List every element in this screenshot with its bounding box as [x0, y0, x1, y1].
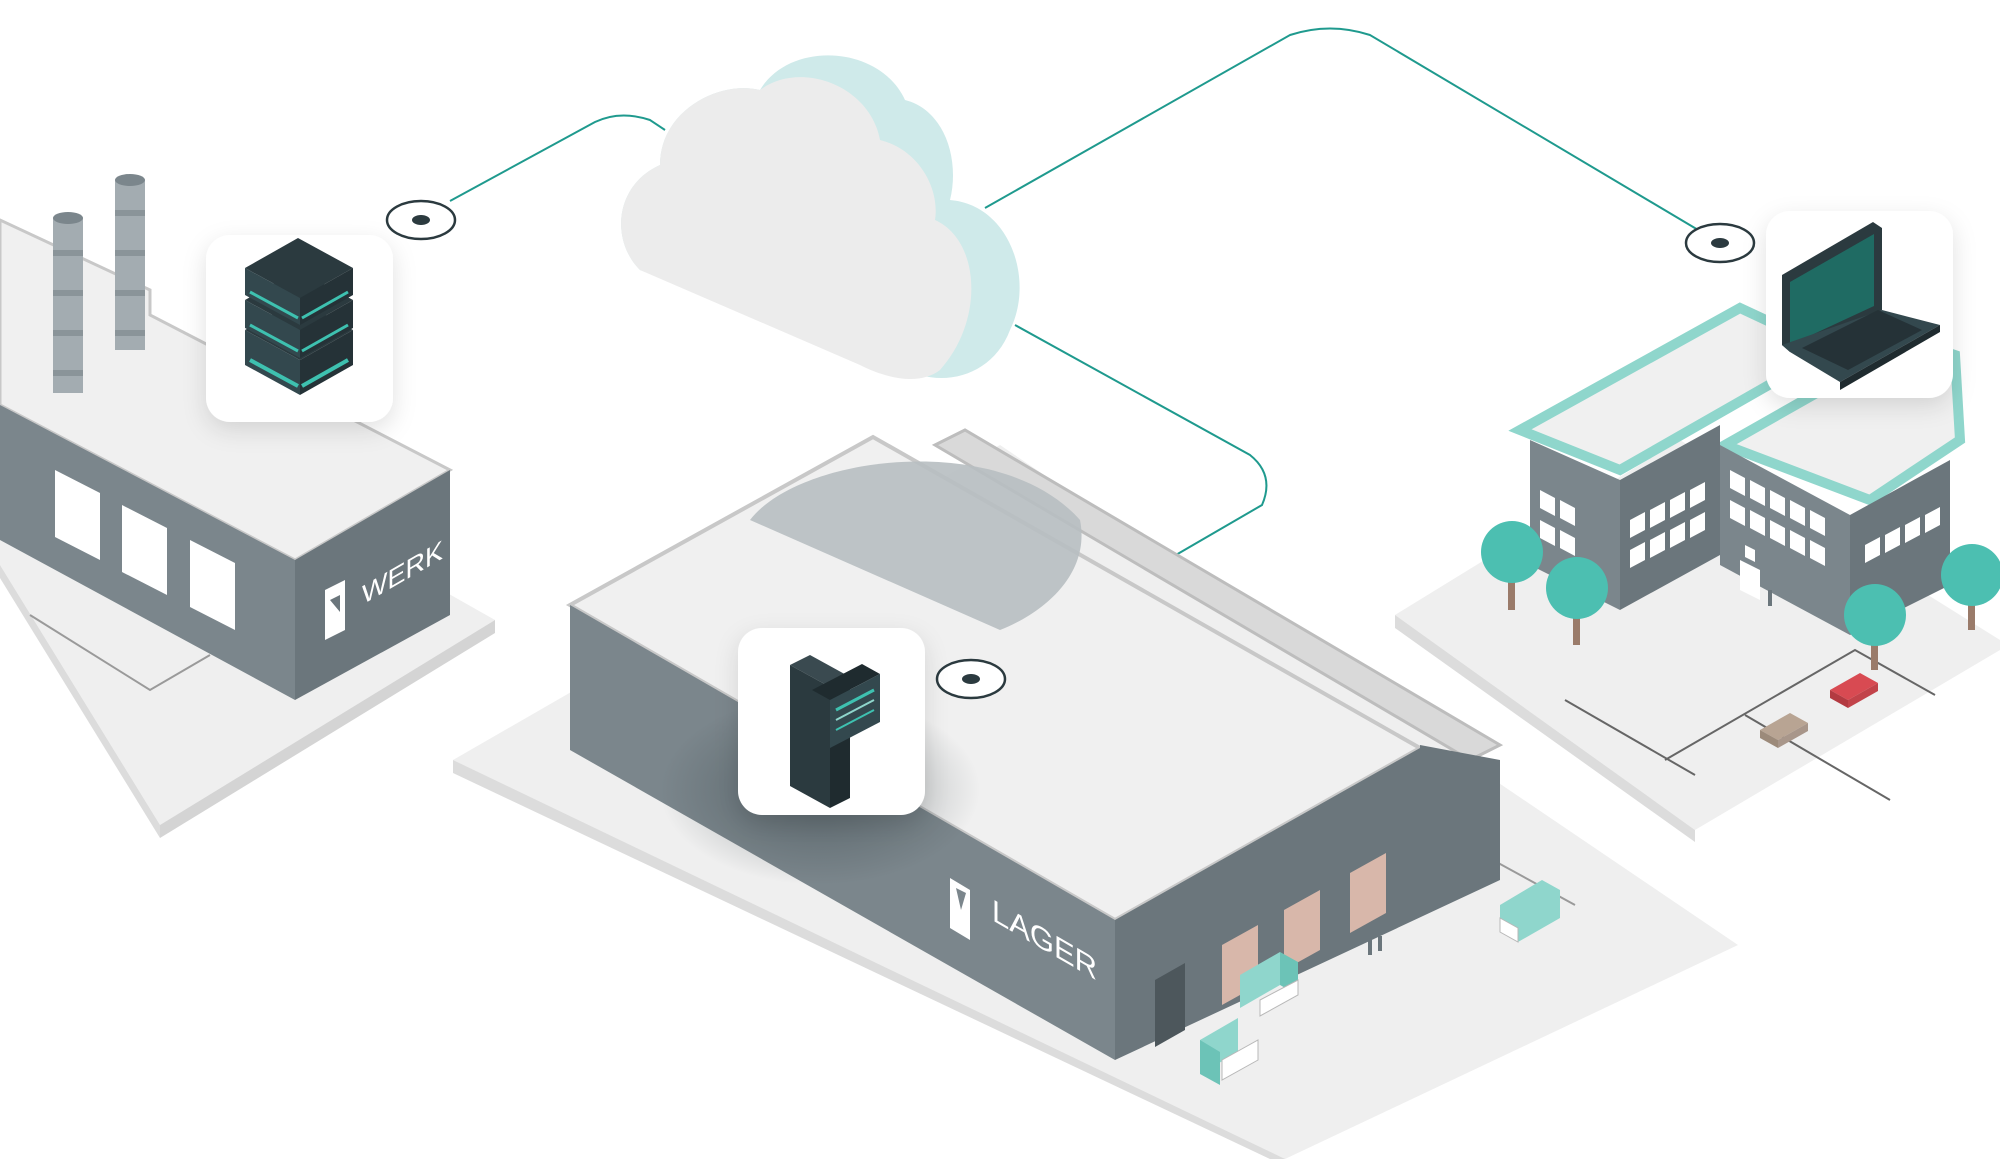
industrial-terminal-icon	[790, 655, 880, 808]
company-logo	[1745, 545, 1755, 562]
entrance-door	[1740, 560, 1760, 600]
connection-node	[385, 199, 457, 241]
tree	[1941, 544, 2000, 630]
tree	[1546, 557, 1608, 645]
factory-building: WERK 1	[0, 174, 495, 838]
person	[1378, 936, 1382, 951]
car	[1760, 713, 1808, 748]
tree	[1481, 521, 1543, 610]
tree	[1844, 584, 1906, 670]
connection-lines	[449, 27, 1716, 661]
connection-line-werk	[449, 114, 666, 202]
office-windows	[1540, 470, 1940, 568]
truck	[1200, 1018, 1259, 1085]
person	[1368, 940, 1372, 955]
window	[190, 540, 235, 630]
chimney	[53, 212, 83, 393]
loading-gate	[1284, 890, 1320, 970]
laptop-icon	[1782, 222, 1940, 390]
person	[1768, 590, 1772, 606]
window	[122, 505, 167, 595]
server-rack-icon	[245, 238, 353, 395]
truck	[1240, 952, 1299, 1017]
cloud-icon	[621, 55, 1020, 380]
office-building	[1395, 302, 2000, 842]
connection-node	[1684, 222, 1756, 264]
connection-line-lager	[994, 324, 1268, 661]
company-logo	[325, 580, 345, 640]
connection-line-office	[984, 27, 1716, 241]
loading-gate	[1350, 853, 1386, 933]
roof-dome	[750, 461, 1082, 630]
truck	[1499, 880, 1560, 943]
door	[1155, 963, 1185, 1047]
car	[1830, 673, 1878, 708]
window	[55, 470, 100, 560]
chimney	[115, 174, 145, 350]
connection-node	[935, 658, 1007, 700]
